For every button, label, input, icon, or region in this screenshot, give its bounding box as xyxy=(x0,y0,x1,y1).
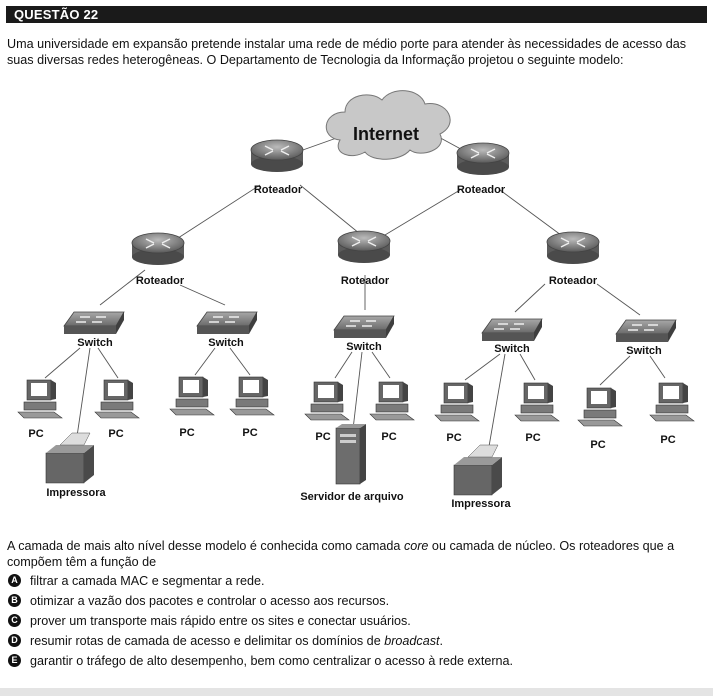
router-label: Roteador xyxy=(254,184,303,196)
option-a-letter: A xyxy=(8,574,21,587)
printer-2: Impressora xyxy=(451,444,512,510)
pc-label: PC xyxy=(179,427,194,439)
pc-label: PC xyxy=(242,427,257,439)
switch-label: Switch xyxy=(494,343,530,355)
pc-3: PC xyxy=(169,376,215,439)
intro-text: Uma universidade em expansão pretende in… xyxy=(7,37,687,67)
option-c-text: prover um transporte mais rápido entre o… xyxy=(30,614,411,628)
option-c-letter: C xyxy=(8,614,21,627)
switch-label: Switch xyxy=(77,337,113,349)
pc-4: PC xyxy=(229,376,275,439)
switch-label: Switch xyxy=(346,341,382,353)
option-b-letter: B xyxy=(8,594,21,607)
switch-5: Switch xyxy=(615,319,677,357)
printer-label: Impressora xyxy=(46,487,106,499)
pc-label: PC xyxy=(315,431,330,443)
option-a[interactable]: A filtrar a camada MAC e segmentar a red… xyxy=(7,573,707,593)
pc-8: PC xyxy=(514,382,560,444)
pc-1: PC xyxy=(17,379,63,440)
option-d-italic: broadcast xyxy=(384,634,440,648)
connection-lines xyxy=(44,134,666,459)
pc-label: PC xyxy=(660,434,675,446)
router-label: Roteador xyxy=(549,275,598,287)
pc-9: PC xyxy=(577,387,623,451)
question-core: core xyxy=(403,539,429,553)
internet-cloud: Internet xyxy=(325,90,451,160)
switch-4: Switch xyxy=(481,318,543,355)
pc-2: PC xyxy=(94,379,140,440)
router-dist-center: Roteador xyxy=(337,230,391,287)
router-dist-left: Roteador xyxy=(131,232,185,287)
pc-label: PC xyxy=(28,428,43,440)
question-text: A camada de mais alto nível desse modelo… xyxy=(7,538,707,570)
option-a-text: filtrar a camada MAC e segmentar a rede. xyxy=(30,574,265,588)
pc-label: PC xyxy=(446,432,461,444)
question-part1: A camada de mais alto nível desse modelo… xyxy=(7,539,404,553)
pc-10: PC xyxy=(649,382,695,446)
switch-1: Switch xyxy=(63,311,125,349)
pc-label: PC xyxy=(108,428,123,440)
option-b[interactable]: B otimizar a vazão dos pacotes e control… xyxy=(7,593,707,613)
router-core-right: Roteador xyxy=(456,142,510,196)
switch-label: Switch xyxy=(208,337,244,349)
question-header: QUESTÃO 22 xyxy=(6,6,707,23)
option-e-letter: E xyxy=(8,654,21,667)
option-d-letter: D xyxy=(8,634,21,647)
option-d[interactable]: D resumir rotas de camada de acesso e de… xyxy=(7,633,707,653)
router-dist-right: Roteador xyxy=(546,231,600,287)
option-e-text: garantir o tráfego de alto desempenho, b… xyxy=(30,654,514,668)
router-label: Roteador xyxy=(136,275,185,287)
pc-label: PC xyxy=(590,439,605,451)
router-core-left: Roteador xyxy=(250,139,304,196)
option-b-text: otimizar a vazão dos pacotes e controlar… xyxy=(30,594,390,608)
printer-1: Impressora xyxy=(45,432,107,499)
option-e[interactable]: E garantir o tráfego de alto desempenho,… xyxy=(7,653,707,673)
pc-7: PC xyxy=(434,382,480,444)
footer-bar xyxy=(0,688,713,696)
option-d-text-wrap: resumir rotas de camada de acesso e deli… xyxy=(30,633,443,649)
file-server: Servidor de arquivo xyxy=(300,423,404,503)
question-part2: ou camada de núcleo. Os roteadores que a… xyxy=(7,539,675,569)
router-label: Roteador xyxy=(341,275,390,287)
switch-3: Switch xyxy=(333,315,395,353)
server-label: Servidor de arquivo xyxy=(300,491,404,503)
pc-5: PC xyxy=(304,381,350,443)
switch-label: Switch xyxy=(626,345,662,357)
router-label: Roteador xyxy=(457,184,506,196)
pc-label: PC xyxy=(525,432,540,444)
printer-label: Impressora xyxy=(451,498,511,510)
pc-label: PC xyxy=(381,431,396,443)
option-d-after: . xyxy=(439,634,444,648)
pc-6: PC xyxy=(369,381,415,443)
question-title: QUESTÃO 22 xyxy=(14,7,99,22)
option-d-text: resumir rotas de camada de acesso e deli… xyxy=(30,634,385,648)
option-c[interactable]: C prover um transporte mais rápido entre… xyxy=(7,613,707,633)
answer-options: A filtrar a camada MAC e segmentar a red… xyxy=(7,573,707,673)
network-diagram: Internet Roteador Roteador Roteador Rote… xyxy=(17,90,695,510)
internet-label: Internet xyxy=(353,124,419,144)
switch-2: Switch xyxy=(196,311,258,349)
